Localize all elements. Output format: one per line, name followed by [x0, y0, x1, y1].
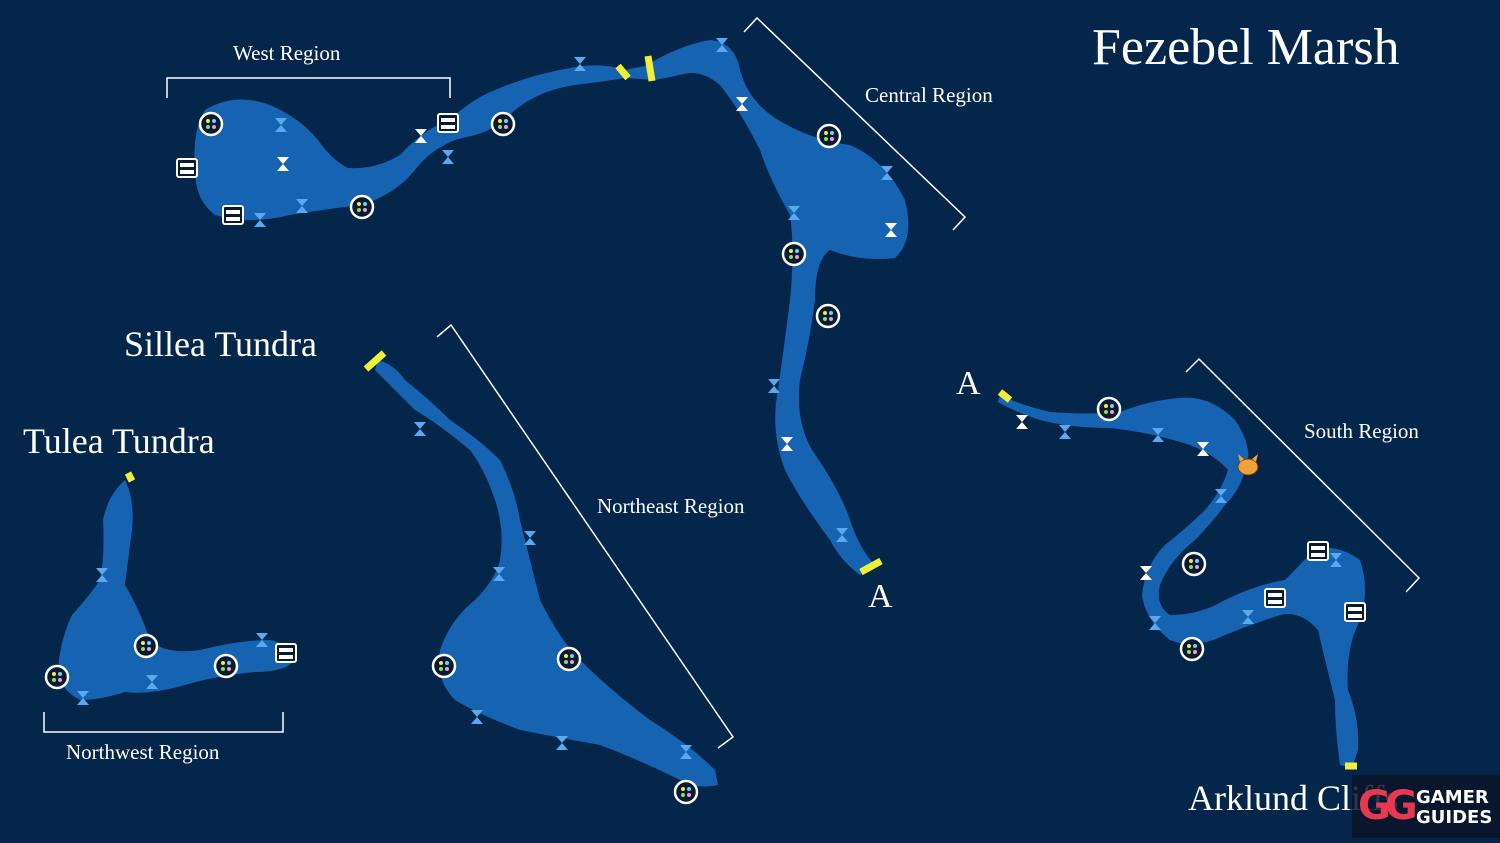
gamer-guides-logo: GG GAMER GUIDES	[1352, 775, 1500, 838]
label-sillea-tundra: Sillea Tundra	[124, 324, 318, 364]
logo-text-gamer: GAMER	[1416, 787, 1489, 808]
label-northeast-region: Northeast Region	[597, 494, 745, 518]
label-northwest-region: Northwest Region	[66, 740, 220, 764]
northeast-region-area	[375, 360, 718, 787]
map-title: Fezebel Marsh	[1092, 19, 1400, 76]
label-west-region: West Region	[233, 41, 341, 65]
gather-points[interactable]	[44, 111, 1207, 805]
west-region-area	[194, 40, 909, 575]
connector-a-south: A	[956, 365, 981, 402]
connector-a-central: A	[868, 578, 893, 615]
region-brackets	[43, 16, 1421, 749]
boss-monster-icon[interactable]	[1237, 454, 1259, 476]
logo-text-guides: GUIDES	[1416, 807, 1493, 828]
northwest-region-area	[58, 480, 295, 700]
south-region-area	[998, 395, 1365, 768]
label-tulea-tundra: Tulea Tundra	[23, 421, 215, 461]
logo-mark: GG	[1358, 783, 1418, 829]
label-south-region: South Region	[1304, 419, 1419, 443]
area-exits[interactable]	[124, 55, 1357, 770]
label-central-region: Central Region	[865, 83, 993, 107]
